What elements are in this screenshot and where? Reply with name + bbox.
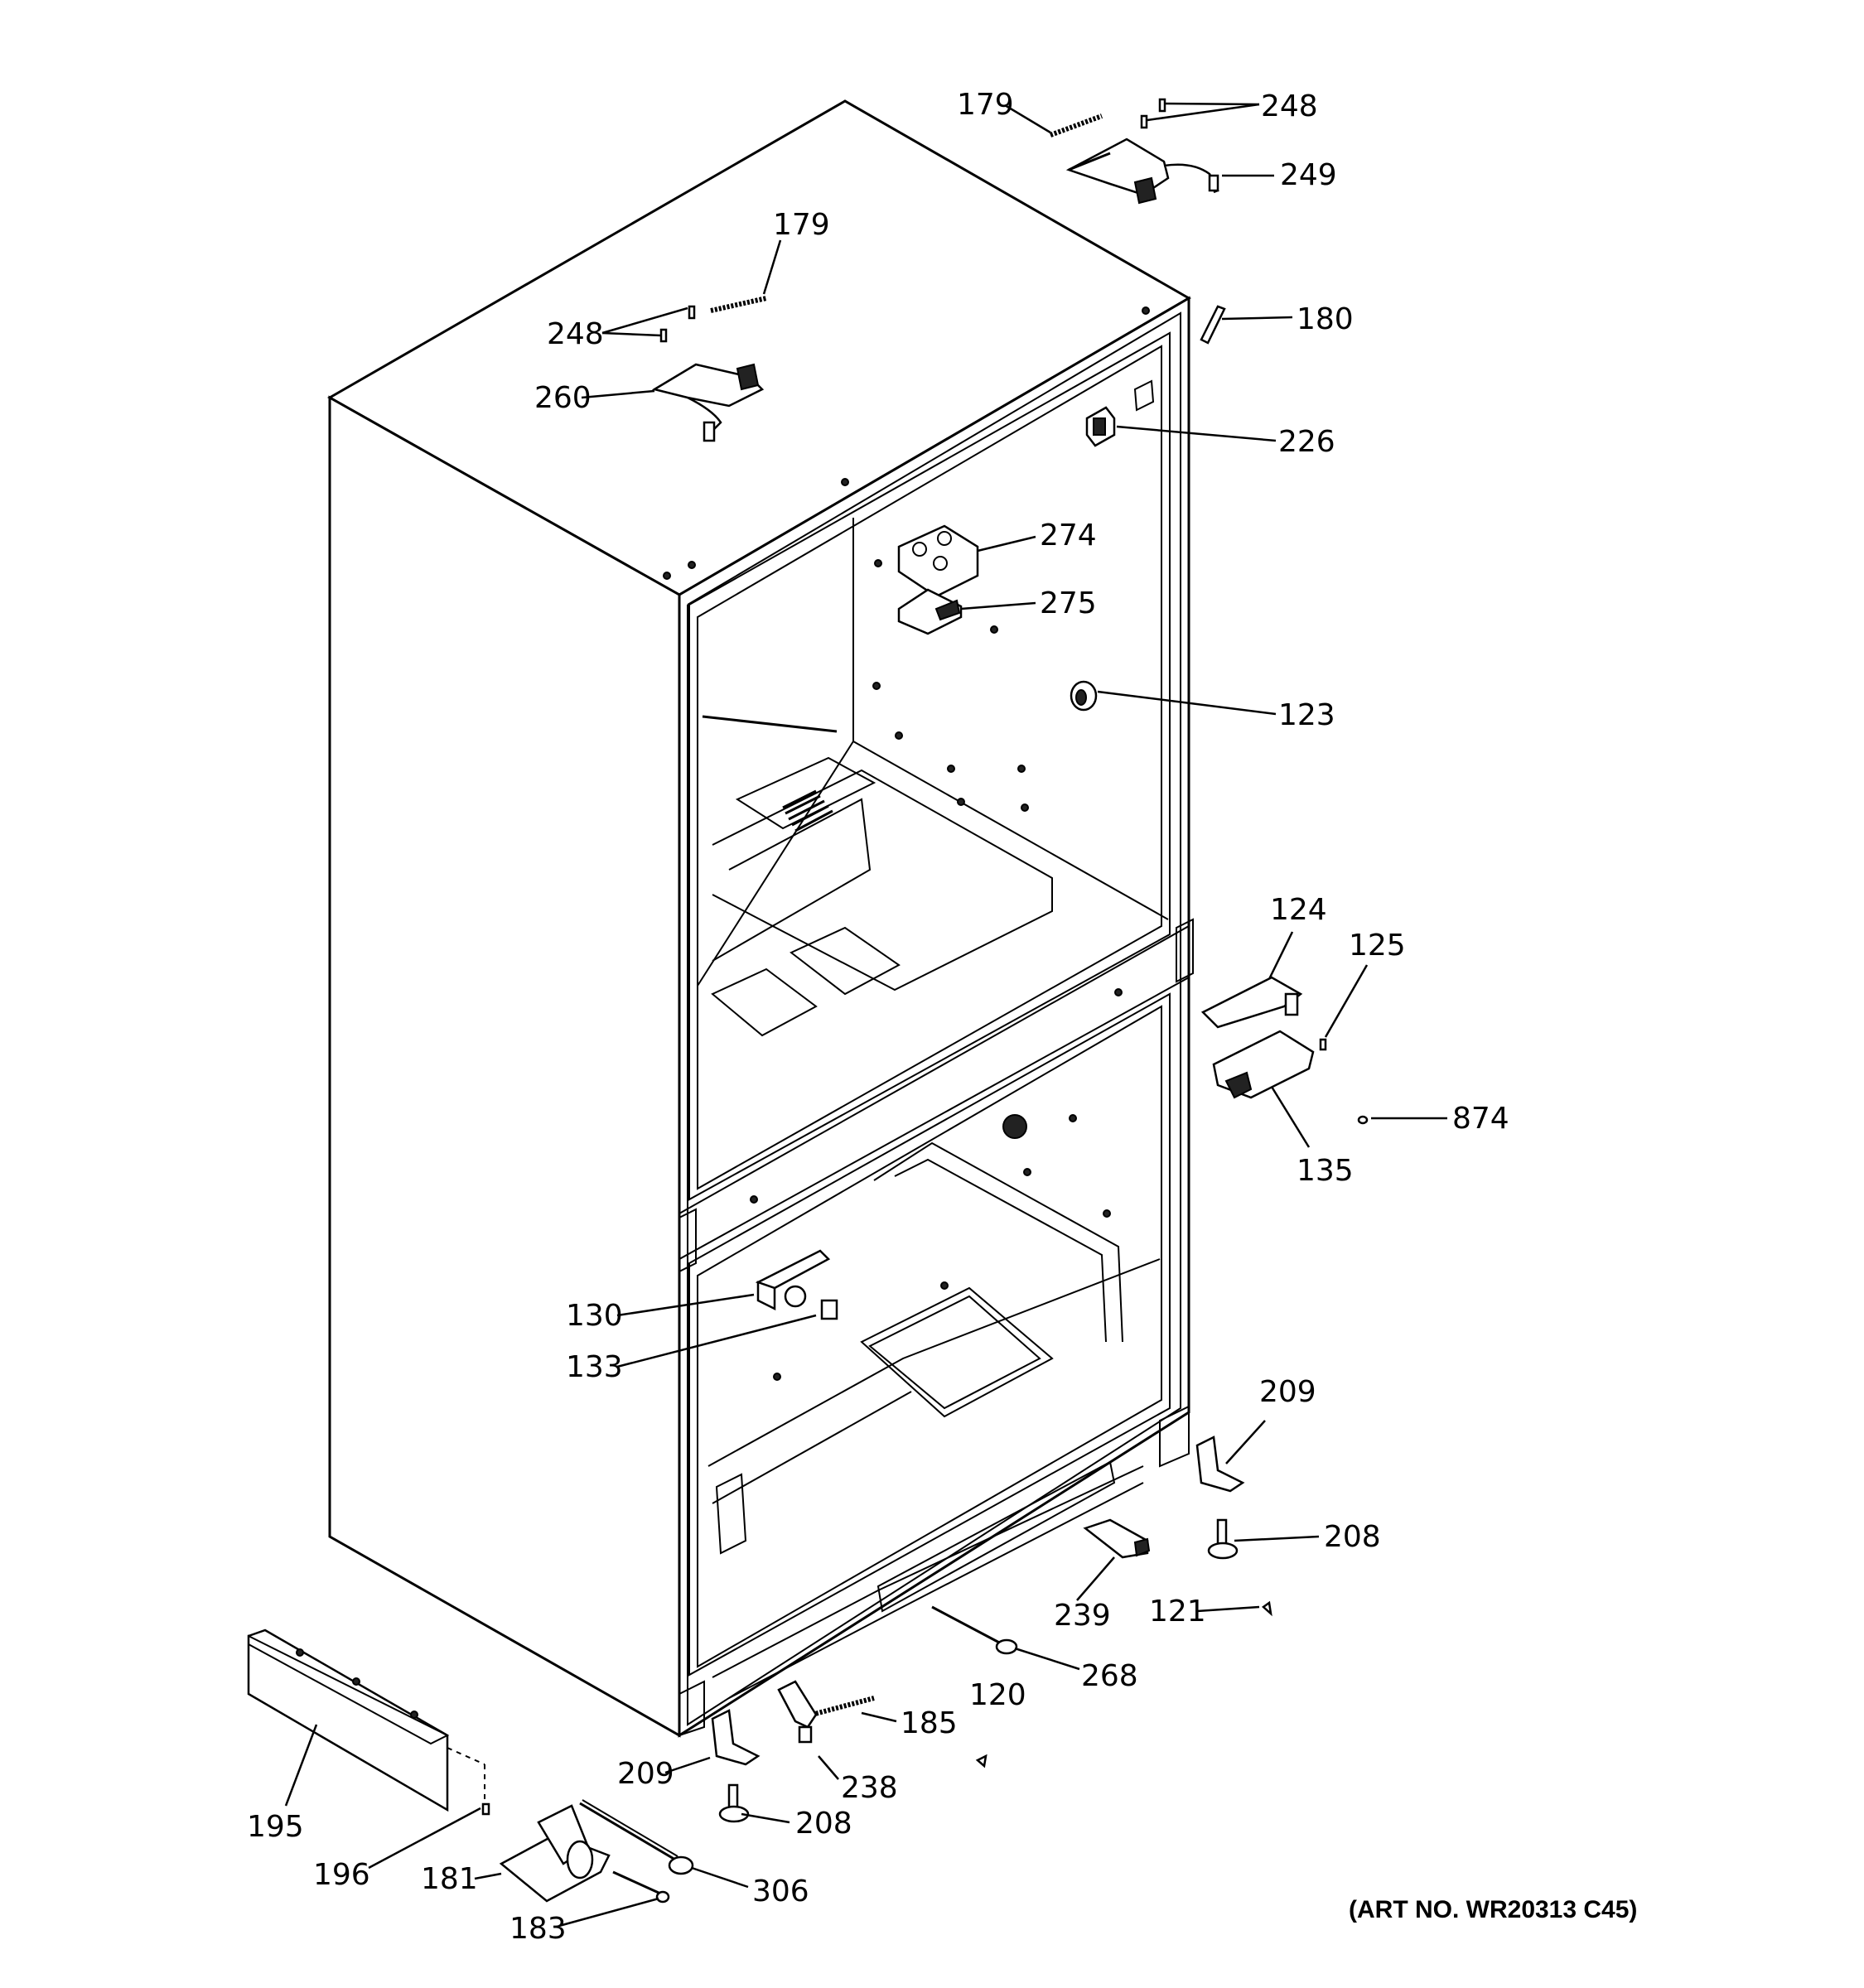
label-183: 183 bbox=[509, 1912, 567, 1946]
top-hinge-left bbox=[651, 363, 765, 442]
part-124-hinge-bracket bbox=[1200, 976, 1303, 1029]
part-125-screw bbox=[1319, 1038, 1327, 1051]
part-180-pin bbox=[1200, 305, 1226, 345]
part-874-washer bbox=[1357, 1115, 1369, 1125]
part-130-hinge bbox=[755, 1249, 831, 1311]
label-249: 249 bbox=[1280, 158, 1337, 192]
part-208-leveler-left bbox=[718, 1783, 750, 1823]
part-238-hinge bbox=[777, 1680, 818, 1744]
part-209-bracket-left bbox=[711, 1709, 761, 1766]
label-238: 238 bbox=[841, 1771, 898, 1805]
part-208-leveler-right bbox=[1207, 1518, 1239, 1560]
part-121-screw bbox=[1261, 1600, 1272, 1617]
part-185-spring bbox=[811, 1696, 875, 1717]
part-275-cover bbox=[897, 588, 963, 635]
label-195: 195 bbox=[247, 1810, 304, 1844]
label-121: 121 bbox=[1149, 1595, 1206, 1629]
part-123-bumper bbox=[1070, 680, 1098, 712]
part-number-labels: 179 248 249 179 248 260 180 226 274 275 … bbox=[247, 88, 1637, 1946]
label-209-left: 209 bbox=[617, 1757, 674, 1791]
label-185: 185 bbox=[901, 1706, 958, 1740]
part-135-hinge-cover bbox=[1212, 1030, 1315, 1099]
part-120-screw bbox=[975, 1754, 988, 1768]
part-306-leveling-rod bbox=[579, 1799, 694, 1875]
label-120: 120 bbox=[969, 1678, 1026, 1712]
part-209-bracket-right bbox=[1195, 1436, 1245, 1493]
part-226-switch bbox=[1085, 379, 1155, 447]
label-260: 260 bbox=[534, 381, 592, 415]
label-274: 274 bbox=[1040, 519, 1097, 552]
label-181: 181 bbox=[421, 1862, 478, 1896]
label-208-right: 208 bbox=[1324, 1520, 1381, 1554]
label-226: 226 bbox=[1278, 425, 1335, 459]
label-208-left: 208 bbox=[795, 1807, 852, 1841]
label-275: 275 bbox=[1040, 586, 1097, 620]
part-196-screw bbox=[481, 1802, 490, 1816]
label-135: 135 bbox=[1297, 1154, 1354, 1188]
part-268-rod bbox=[931, 1605, 1018, 1655]
label-125: 125 bbox=[1349, 929, 1406, 963]
label-306: 306 bbox=[752, 1875, 809, 1908]
spring-179-right bbox=[1049, 113, 1103, 138]
part-181-roller-assembly bbox=[499, 1804, 611, 1903]
art-number: (ART NO. WR20313 C45) bbox=[1349, 1896, 1637, 1923]
spring-179-left bbox=[710, 296, 767, 313]
label-209-right: 209 bbox=[1259, 1375, 1316, 1409]
label-179-left: 179 bbox=[773, 208, 830, 242]
label-268: 268 bbox=[1081, 1659, 1138, 1693]
part-195-kickplate bbox=[247, 1629, 485, 1812]
label-130: 130 bbox=[566, 1299, 623, 1333]
label-248-left: 248 bbox=[547, 317, 604, 351]
label-248-top-right: 248 bbox=[1261, 89, 1318, 123]
refrigerator-cabinet bbox=[326, 99, 1194, 1738]
label-133: 133 bbox=[566, 1350, 623, 1384]
leader-lines bbox=[284, 102, 1447, 1928]
screw-holes bbox=[750, 559, 1123, 1381]
part-133-pin bbox=[820, 1299, 838, 1320]
part-239-hinge bbox=[1083, 1518, 1151, 1559]
label-196: 196 bbox=[313, 1858, 370, 1892]
vent-grille bbox=[782, 789, 833, 832]
part-183-bolt bbox=[612, 1870, 670, 1904]
label-179-top-right: 179 bbox=[957, 88, 1014, 122]
label-180: 180 bbox=[1297, 302, 1354, 336]
label-124: 124 bbox=[1270, 893, 1327, 927]
screws-248-right bbox=[1140, 98, 1166, 129]
label-123: 123 bbox=[1278, 698, 1335, 732]
part-274-thermostat bbox=[897, 524, 979, 598]
label-239: 239 bbox=[1054, 1599, 1111, 1633]
label-874: 874 bbox=[1452, 1102, 1509, 1136]
top-hinge-right bbox=[1065, 138, 1219, 205]
